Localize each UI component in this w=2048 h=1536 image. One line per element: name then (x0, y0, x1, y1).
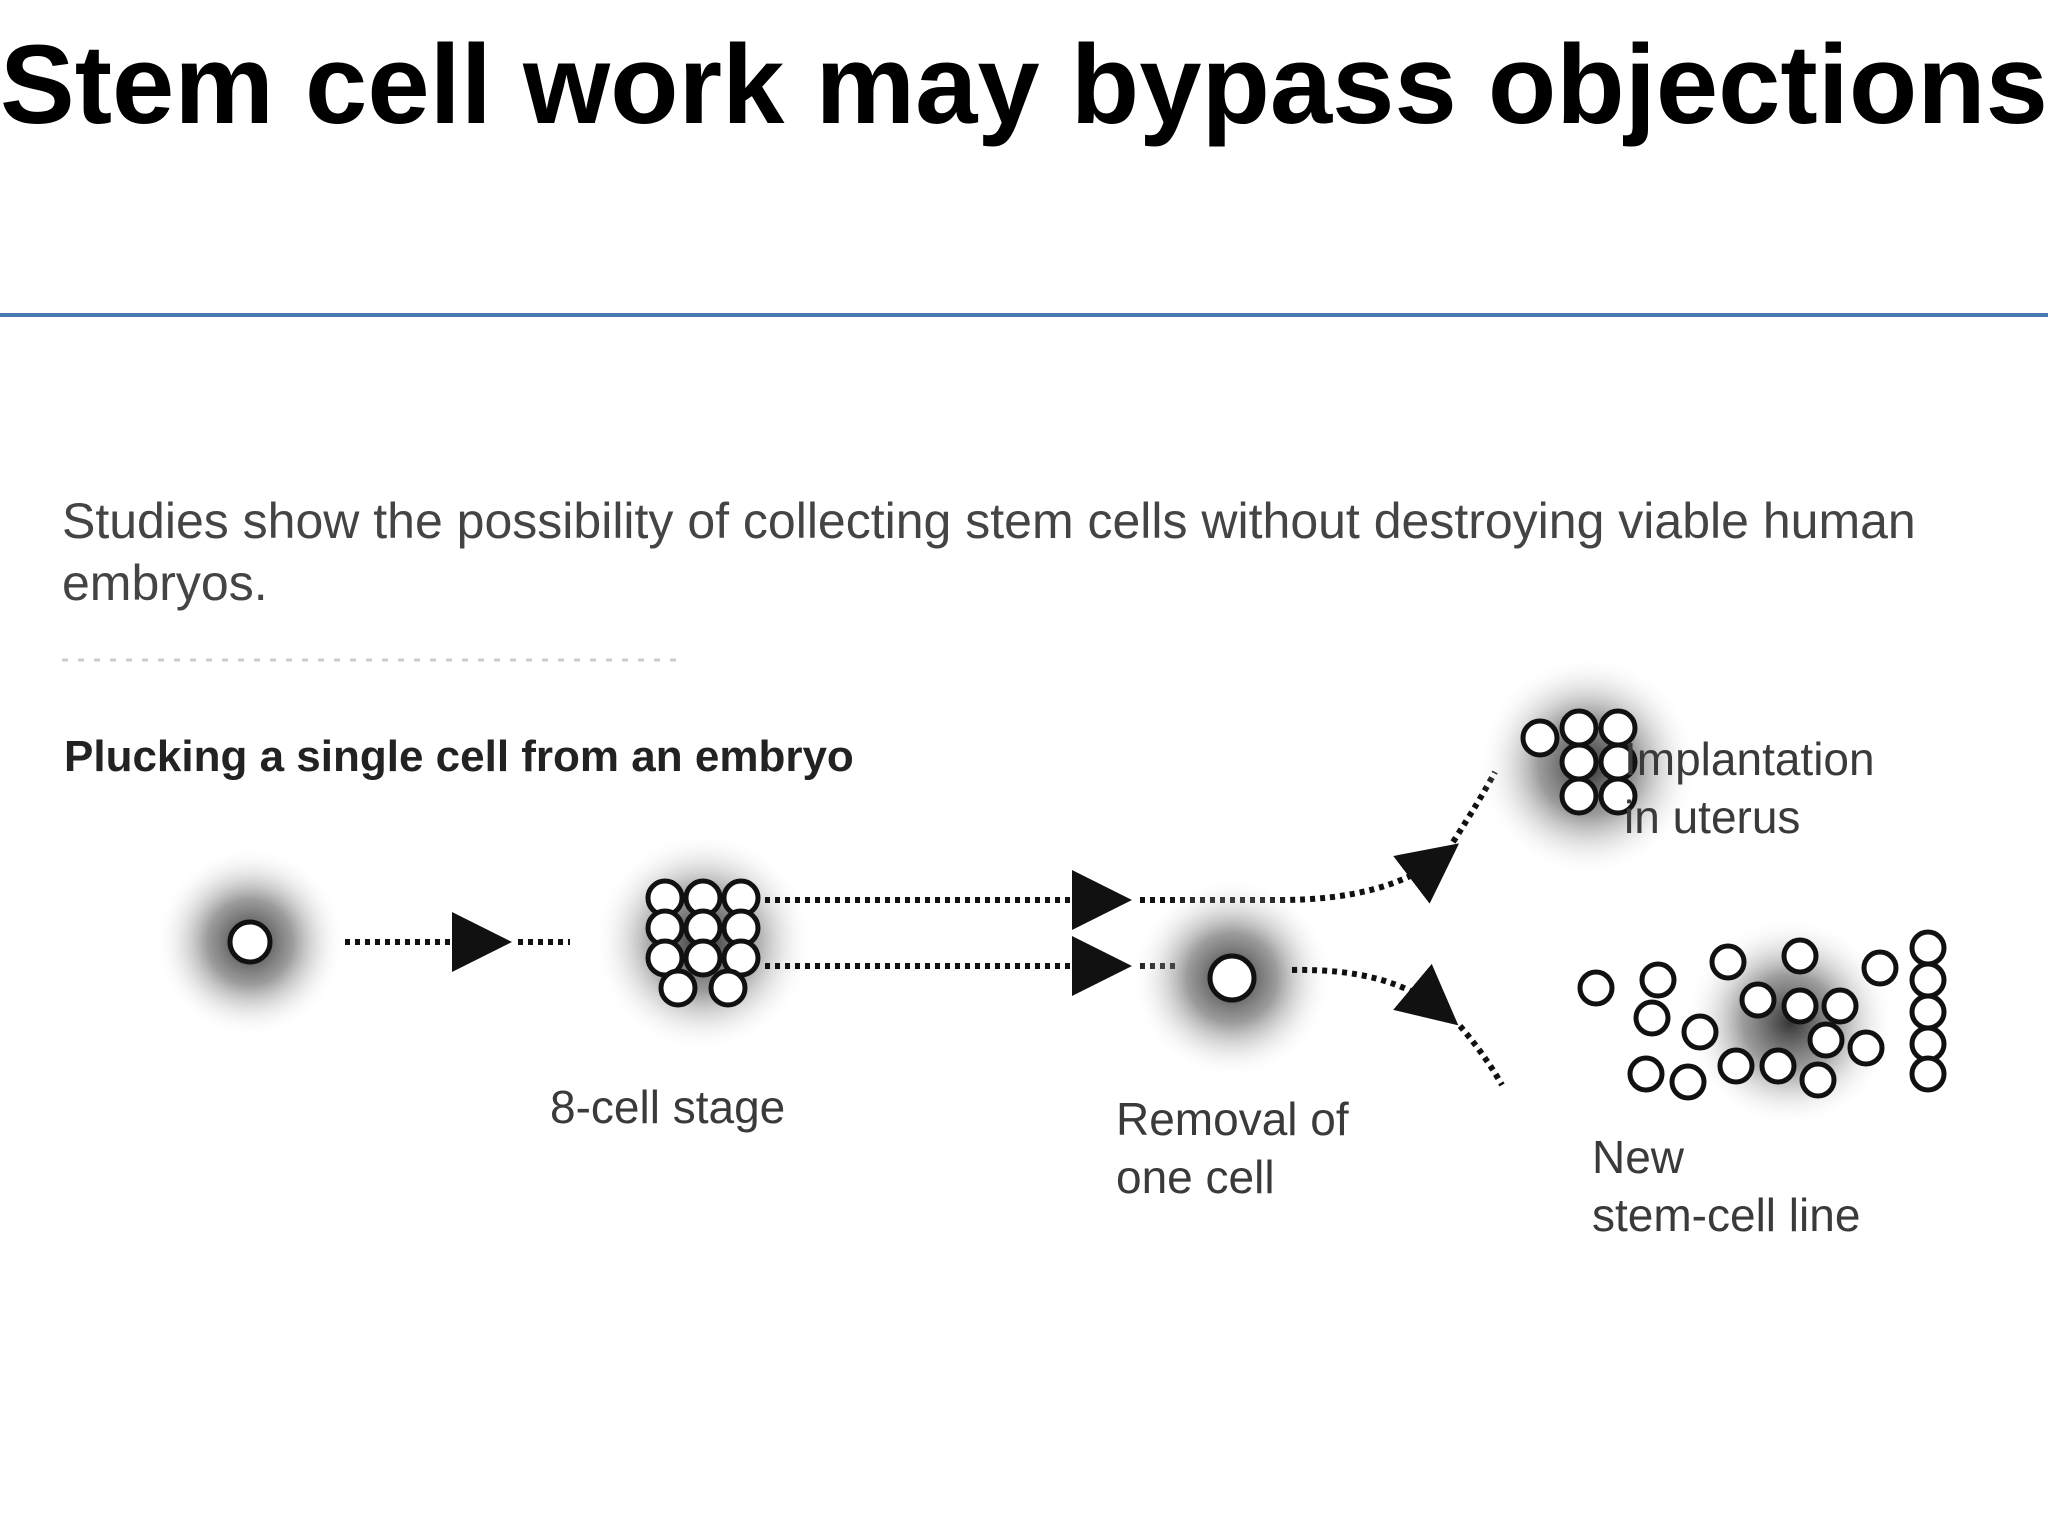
label-implant-line1: Implantation (1624, 733, 1875, 785)
arrow-to-implantation (765, 770, 1498, 930)
label-newline-line1: New (1592, 1131, 1685, 1183)
label-removal-line1: Removal of (1116, 1093, 1349, 1145)
diagram-graphic (62, 656, 1947, 1127)
single-cell-embryo (155, 847, 345, 1037)
label-removal-of-one-cell: Removal of one cell (1116, 1090, 1349, 1206)
label-implantation-in-uterus: Implantation in uterus (1624, 730, 1875, 846)
stem-cell-line-cluster (1577, 917, 1947, 1127)
figure-caption: Studies show the possibility of collecti… (62, 493, 1916, 611)
arrow-to-new-line (1291, 963, 1505, 1087)
label-new-stem-cell-line: New stem-cell line (1592, 1128, 1860, 1244)
label-8-cell-stage: 8-cell stage (550, 1081, 786, 1133)
slide-title: Stem cell work may bypass objections (0, 22, 2048, 147)
removed-cell (1132, 878, 1332, 1078)
label-removal-line2: one cell (1116, 1151, 1275, 1203)
label-newline-line2: stem-cell line (1592, 1189, 1861, 1241)
title-divider (0, 313, 2048, 317)
embryo-diagram: Studies show the possibility of collecti… (40, 470, 1960, 1260)
eight-cell-cluster (593, 832, 813, 1052)
label-implant-line2: in uterus (1624, 791, 1801, 843)
figure-subheading: Plucking a single cell from an embryo (64, 732, 854, 781)
implantation-cluster (1478, 656, 1698, 876)
